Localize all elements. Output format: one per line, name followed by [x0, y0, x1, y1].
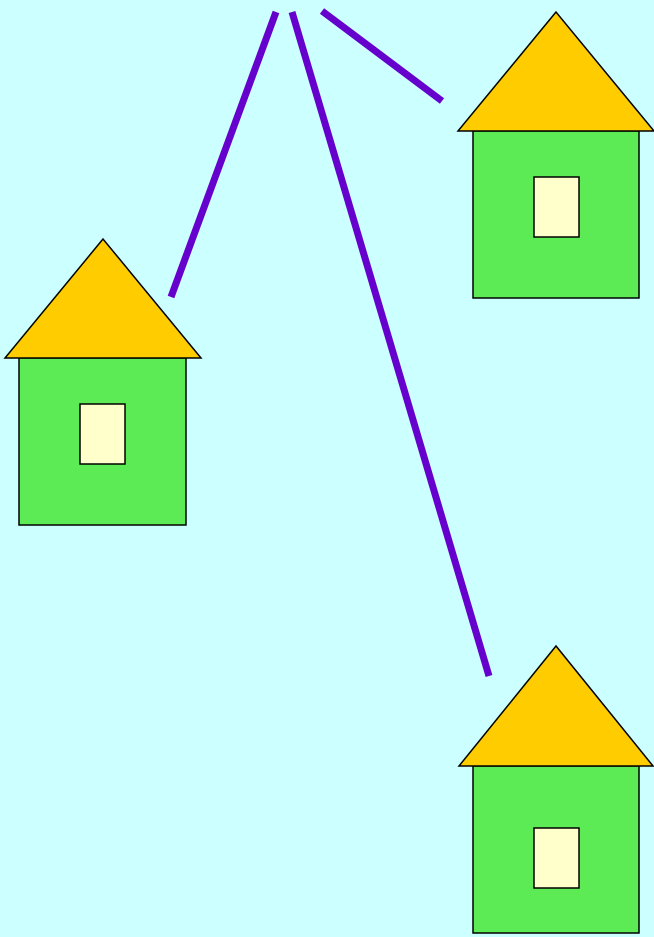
house-roof	[3, 237, 203, 359]
path-to-left-house	[167, 10, 280, 299]
house-roof	[456, 10, 654, 132]
house-left	[3, 237, 203, 526]
house-window	[533, 176, 580, 238]
house-bottom-right	[457, 644, 654, 934]
house-wall	[472, 130, 640, 299]
path-to-top-right-house	[319, 8, 445, 104]
house-roof	[457, 644, 654, 767]
paths-group	[167, 8, 493, 677]
house-top-right	[456, 10, 654, 299]
house-window	[79, 403, 126, 465]
path-to-bottom-right-house	[288, 11, 493, 677]
house-window	[533, 827, 580, 889]
